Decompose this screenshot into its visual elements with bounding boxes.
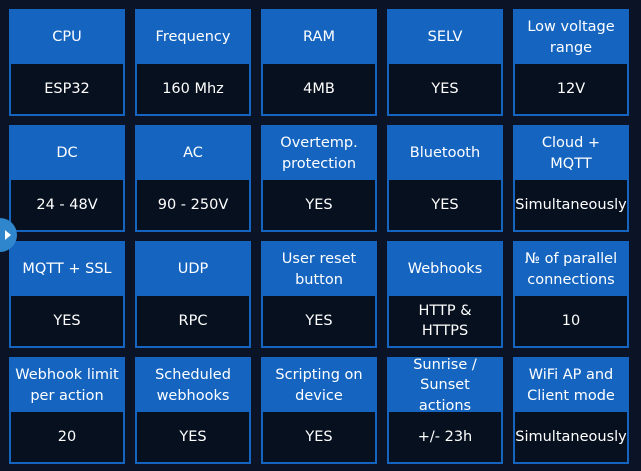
spec-label: AC bbox=[135, 125, 251, 180]
spec-value: YES bbox=[261, 180, 377, 232]
spec-card-cpu: CPU ESP32 bbox=[9, 9, 125, 116]
side-panel-toggle-button[interactable] bbox=[0, 218, 17, 252]
spec-label: Overtemp. protection bbox=[261, 125, 377, 180]
spec-card-ram: RAM 4MB bbox=[261, 9, 377, 116]
spec-card-webhooks: Webhooks HTTP & HTTPS bbox=[387, 241, 503, 348]
spec-label: Sunrise / Sunset actions bbox=[387, 357, 503, 414]
spec-card-cloud-mqtt: Cloud + MQTT Simultaneously bbox=[513, 125, 629, 232]
row-spacer bbox=[9, 116, 629, 125]
spec-label: Frequency bbox=[135, 9, 251, 64]
spec-label: WiFi AP and Client mode bbox=[513, 357, 629, 412]
spec-card-scripting: Scripting on device YES bbox=[261, 357, 377, 464]
spec-value: YES bbox=[9, 296, 125, 348]
spec-label: DC bbox=[9, 125, 125, 180]
spec-label: CPU bbox=[9, 9, 125, 64]
spec-card-bluetooth: Bluetooth YES bbox=[387, 125, 503, 232]
spec-label: Webhooks bbox=[387, 241, 503, 296]
spec-label: Webhook limit per action bbox=[9, 357, 125, 412]
spec-card-ac: AC 90 - 250V bbox=[135, 125, 251, 232]
spec-value: 12V bbox=[513, 64, 629, 116]
spec-label: Bluetooth bbox=[387, 125, 503, 180]
spec-value: YES bbox=[261, 412, 377, 464]
spec-card-overtemp-protection: Overtemp. protection YES bbox=[261, 125, 377, 232]
spec-card-sunrise-sunset: Sunrise / Sunset actions +/- 23h bbox=[387, 357, 503, 464]
spec-label: Cloud + MQTT bbox=[513, 125, 629, 180]
row-spacer bbox=[9, 348, 629, 357]
spec-card-frequency: Frequency 160 Mhz bbox=[135, 9, 251, 116]
spec-value: RPC bbox=[135, 296, 251, 348]
spec-label: Scripting on device bbox=[261, 357, 377, 412]
play-arrow-icon bbox=[5, 230, 11, 240]
spec-label: RAM bbox=[261, 9, 377, 64]
spec-grid: CPU ESP32 Frequency 160 Mhz RAM 4MB SELV… bbox=[9, 9, 629, 464]
spec-card-parallel-connections: № of parallel connections 10 bbox=[513, 241, 629, 348]
spec-value: ESP32 bbox=[9, 64, 125, 116]
spec-label: № of parallel connections bbox=[513, 241, 629, 296]
spec-value: 10 bbox=[513, 296, 629, 348]
spec-value: YES bbox=[261, 296, 377, 348]
spec-value: HTTP & HTTPS bbox=[387, 296, 503, 348]
spec-label: User reset button bbox=[261, 241, 377, 296]
spec-card-scheduled-webhooks: Scheduled webhooks YES bbox=[135, 357, 251, 464]
spec-card-user-reset-button: User reset button YES bbox=[261, 241, 377, 348]
spec-label: Scheduled webhooks bbox=[135, 357, 251, 412]
spec-value: Simultaneously bbox=[513, 180, 629, 232]
spec-value: 24 - 48V bbox=[9, 180, 125, 232]
spec-value: +/- 23h bbox=[387, 412, 503, 464]
spec-value: Simultaneously bbox=[513, 412, 629, 464]
spec-label: UDP bbox=[135, 241, 251, 296]
spec-value: 90 - 250V bbox=[135, 180, 251, 232]
spec-card-webhook-limit: Webhook limit per action 20 bbox=[9, 357, 125, 464]
spec-value: YES bbox=[387, 180, 503, 232]
spec-card-selv: SELV YES bbox=[387, 9, 503, 116]
spec-label: SELV bbox=[387, 9, 503, 64]
spec-value: 160 Mhz bbox=[135, 64, 251, 116]
spec-value: YES bbox=[387, 64, 503, 116]
spec-card-dc: DC 24 - 48V bbox=[9, 125, 125, 232]
spec-label: Low voltage range bbox=[513, 9, 629, 64]
spec-value: YES bbox=[135, 412, 251, 464]
spec-value: 20 bbox=[9, 412, 125, 464]
spec-card-udp: UDP RPC bbox=[135, 241, 251, 348]
spec-label: MQTT + SSL bbox=[9, 241, 125, 296]
spec-card-mqtt-ssl: MQTT + SSL YES bbox=[9, 241, 125, 348]
spec-value: 4MB bbox=[261, 64, 377, 116]
spec-card-low-voltage-range: Low voltage range 12V bbox=[513, 9, 629, 116]
spec-card-wifi-ap-client: WiFi AP and Client mode Simultaneously bbox=[513, 357, 629, 464]
row-spacer bbox=[9, 232, 629, 241]
